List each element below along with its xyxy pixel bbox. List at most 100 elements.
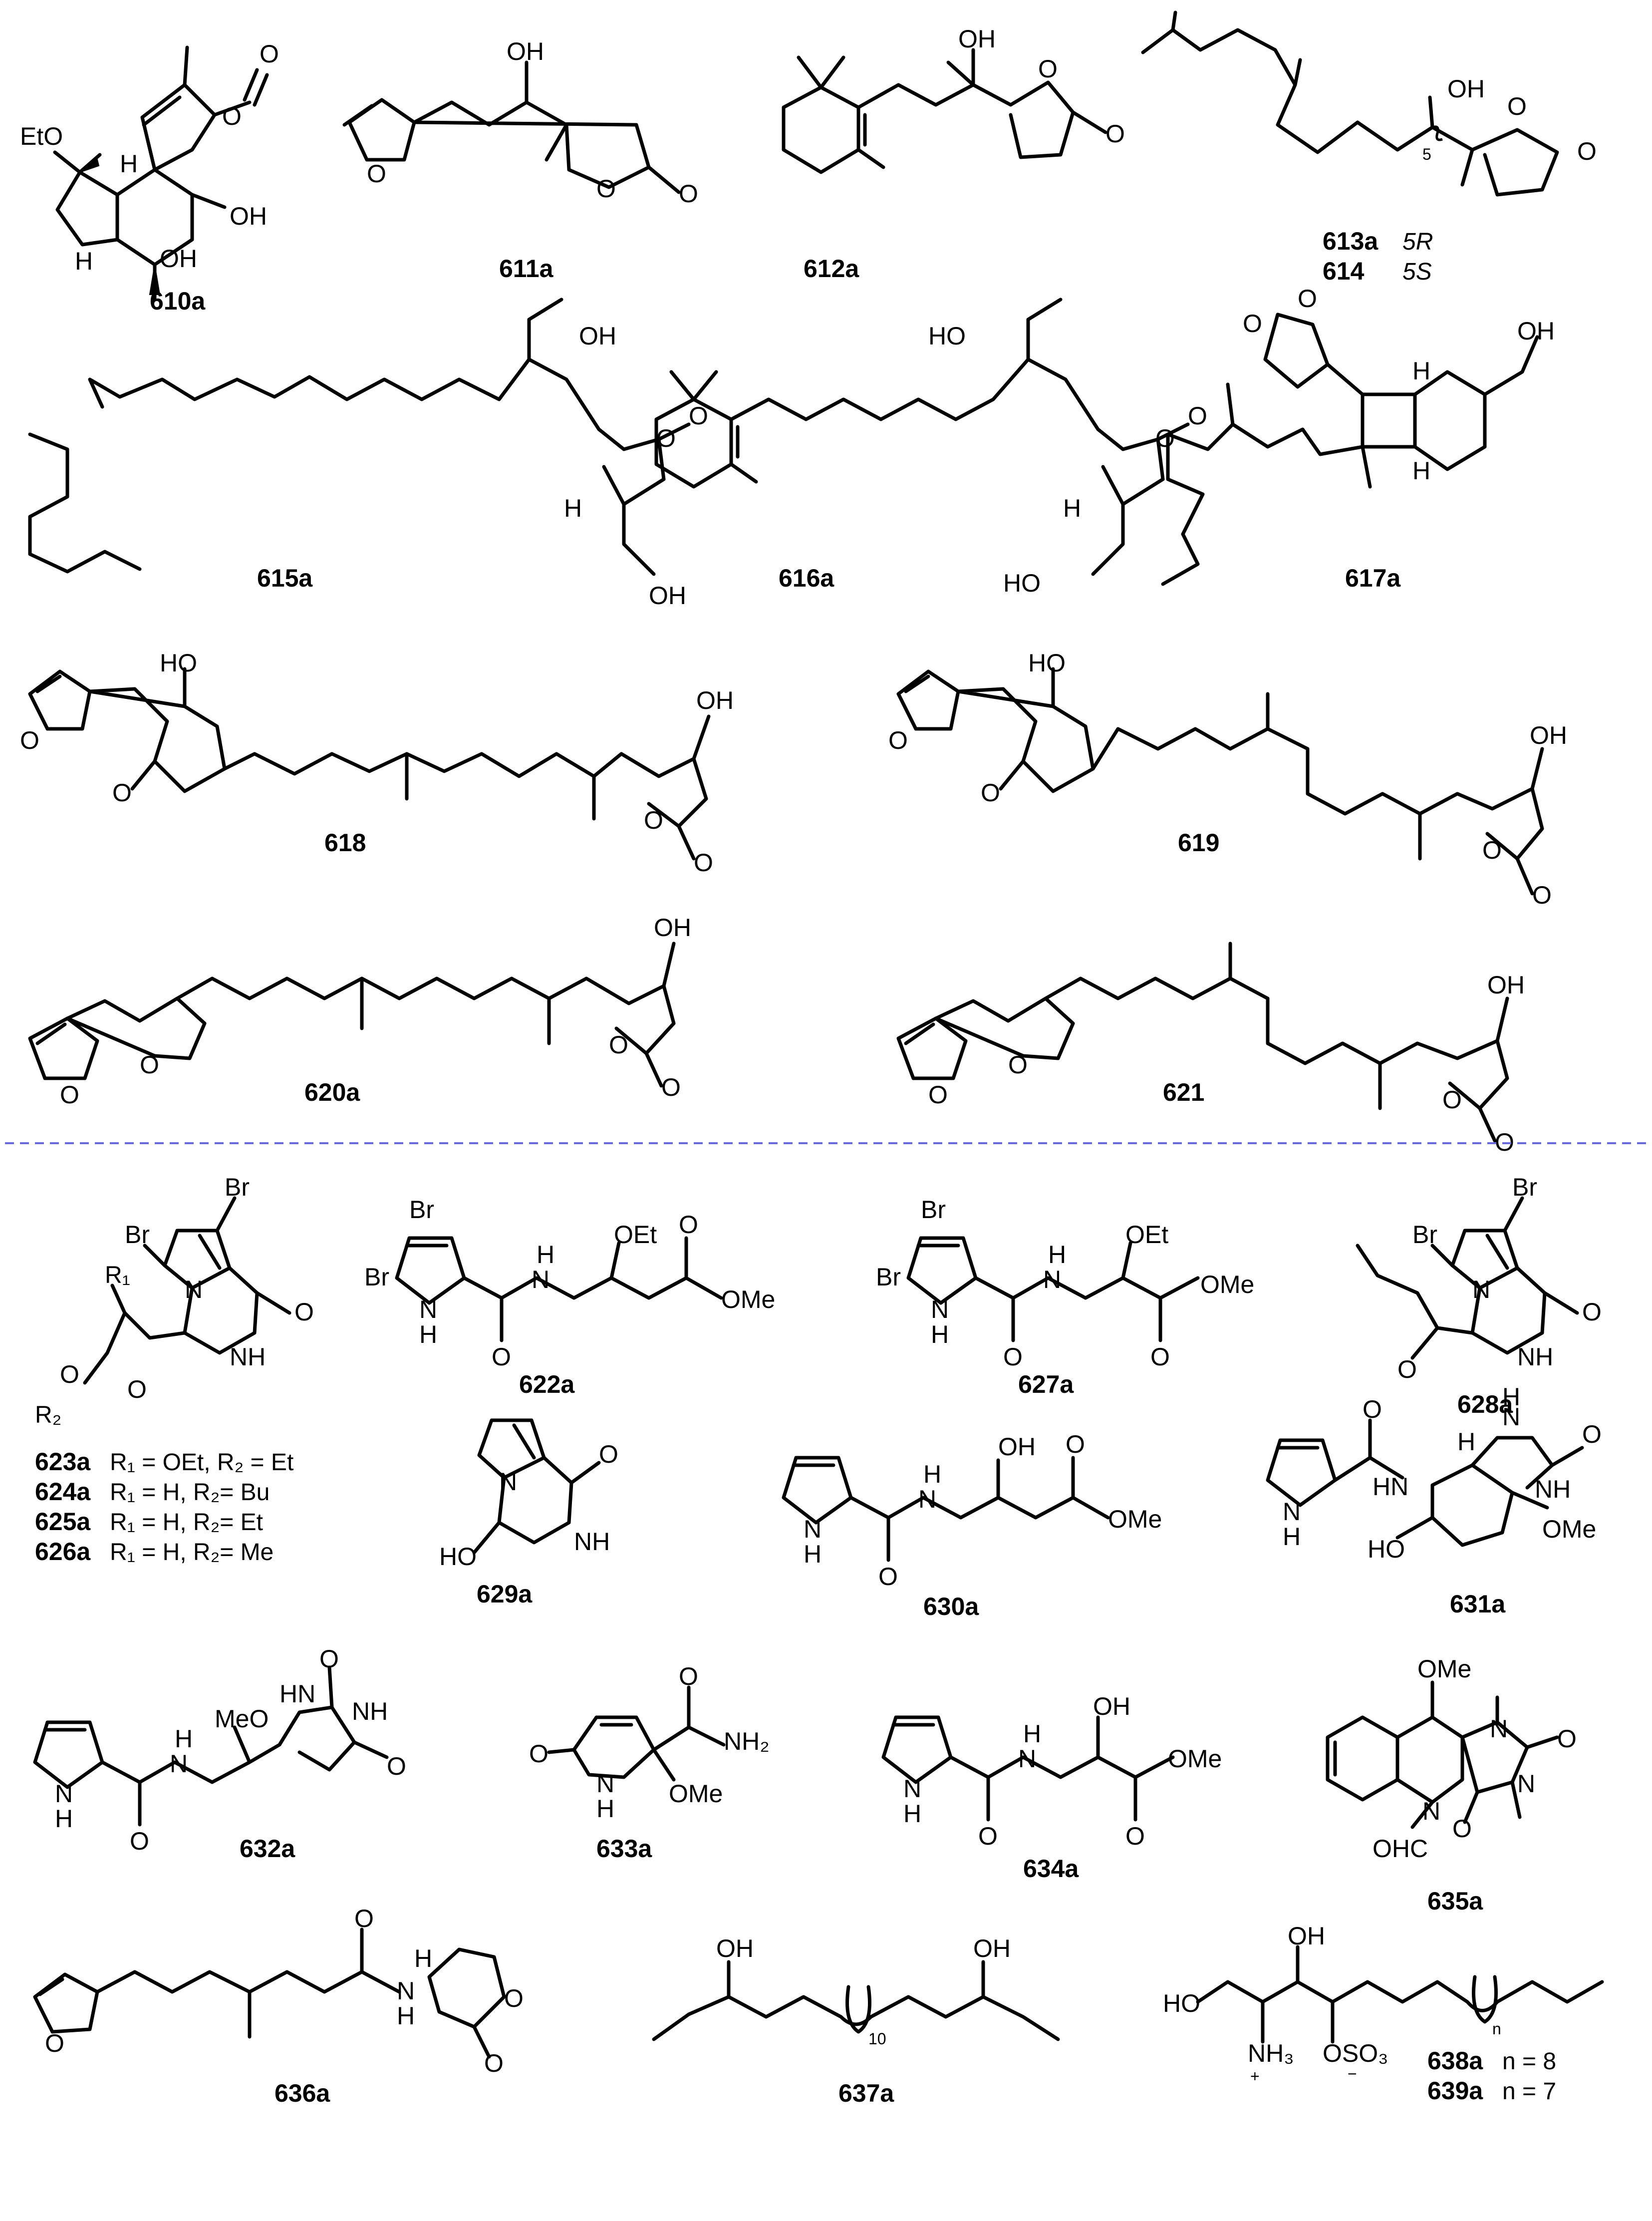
- atom-label: N: [918, 1485, 936, 1513]
- rgroup-definition: R₁ = OEt, R₂ = Et: [110, 1449, 293, 1476]
- structure-611a: O OH O O 611a: [342, 37, 698, 283]
- atom-label: O: [1582, 1298, 1602, 1326]
- structure-615a: OH O O H OH 615a: [28, 298, 708, 610]
- structure-617a: O O H OH H 617a: [1161, 285, 1555, 592]
- repeat-definition: n = 8: [1502, 2048, 1556, 2075]
- structure-637a: OH OH 10 637a: [652, 1934, 1060, 2107]
- atom-label: NH: [230, 1343, 266, 1371]
- compound-label: 618: [324, 829, 366, 857]
- atom-label: NH: [1535, 1475, 1571, 1503]
- atom-label: OEt: [614, 1221, 657, 1249]
- stereo-descriptor: 5S: [1402, 259, 1432, 285]
- atom-label: N: [1502, 1403, 1520, 1431]
- atom-label: H: [1457, 1428, 1475, 1456]
- atom-label: N: [596, 1770, 614, 1798]
- compound-label: 626a: [35, 1538, 91, 1566]
- atom-label: N: [903, 1775, 921, 1803]
- compound-label: 623a: [35, 1448, 91, 1476]
- compound-label: 632a: [240, 1835, 295, 1863]
- atom-label: N: [1018, 1745, 1036, 1773]
- atom-label: OH: [973, 1934, 1011, 1962]
- atom-label: NH₂: [724, 1727, 770, 1755]
- structure-620a: O O OH O O 620a: [28, 914, 691, 1109]
- atom-label: O: [1298, 285, 1317, 313]
- atom-label: O: [644, 806, 663, 834]
- atom-label: O: [1188, 402, 1207, 430]
- atom-label: O: [679, 1662, 698, 1690]
- atom-label: OH: [716, 1934, 754, 1962]
- atom-label: O: [609, 1031, 628, 1059]
- atom-label: O: [1442, 1086, 1462, 1114]
- repeat-definition: n = 7: [1502, 2078, 1556, 2105]
- atom-label: O: [140, 1051, 159, 1079]
- atom-label: OH: [696, 686, 734, 714]
- locant-label: 5: [1422, 145, 1431, 163]
- atom-label: N: [1043, 1266, 1061, 1293]
- structure-638a-639a: OH HO NH₃ + OSO₃ − n 638a n = 8 639a n =…: [1163, 1922, 1604, 2105]
- structure-623a: Br Br N R₁ O NH O R₂ O 623a R₁ = OEt, R₂…: [35, 1173, 314, 1566]
- repeat-count: n: [1492, 2020, 1501, 2038]
- atom-label: H: [903, 1800, 921, 1828]
- atom-label: HO: [1003, 569, 1041, 597]
- atom-label: HO: [928, 322, 966, 350]
- structure-628a: Br Br N O NH O 628a: [1356, 1173, 1602, 1418]
- atom-label: O: [112, 779, 132, 807]
- atom-label: H: [804, 1540, 822, 1568]
- atom-label: N: [1283, 1498, 1301, 1526]
- compound-label: 619: [1178, 829, 1219, 857]
- atom-label: N: [419, 1295, 437, 1323]
- compound-label: 629a: [477, 1580, 533, 1608]
- compound-label: 639a: [1427, 2077, 1483, 2105]
- atom-label: N: [1472, 1275, 1490, 1303]
- atom-label: OH: [579, 322, 616, 350]
- atom-label: Br: [876, 1263, 901, 1291]
- compound-label: 630a: [923, 1592, 979, 1620]
- structure-622a: Br Br N H O H N OEt O OMe 622a: [364, 1196, 775, 1398]
- rgroup-label: R₁: [105, 1262, 130, 1288]
- atom-label: N: [55, 1780, 73, 1808]
- compound-label: 628a: [1457, 1390, 1513, 1418]
- atom-label: O: [45, 2029, 64, 2057]
- atom-label: O: [1125, 1822, 1145, 1850]
- atom-label: H: [931, 1320, 949, 1348]
- stereo-descriptor: 5R: [1402, 229, 1433, 255]
- compound-label: 620a: [304, 1078, 360, 1106]
- atom-label: OH: [958, 25, 996, 53]
- atom-label: OH: [1487, 971, 1525, 999]
- atom-label: OH: [507, 37, 544, 65]
- structure-613a-614: OH 5 O O 613a 5R 614 5S: [1141, 10, 1597, 285]
- atom-label: O: [20, 726, 39, 754]
- atom-label: O: [1105, 120, 1125, 148]
- compound-label: 624a: [35, 1478, 91, 1506]
- atom-label: O: [679, 1211, 698, 1239]
- structure-610a: EtO O O H H OH OH 610a: [20, 40, 279, 315]
- compound-label: 633a: [596, 1835, 652, 1863]
- atom-label: O: [1507, 92, 1527, 120]
- atom-label: NH: [574, 1528, 610, 1556]
- atom-label: HO: [1028, 649, 1066, 677]
- atom-label: OH: [1447, 75, 1485, 103]
- atom-label: O: [1532, 881, 1552, 909]
- compound-label: 638a: [1427, 2047, 1483, 2075]
- compound-label: 637a: [838, 2079, 894, 2107]
- atom-label: OH: [1288, 1922, 1325, 1950]
- atom-label: N: [499, 1468, 517, 1496]
- structure-636a: O O N H H O O 636a: [33, 1904, 524, 2107]
- atom-label: HN: [1373, 1473, 1408, 1501]
- atom-label: OHC: [1373, 1835, 1428, 1863]
- atom-label: O: [981, 779, 1000, 807]
- atom-label: H: [419, 1320, 437, 1348]
- atom-label: O: [1397, 1355, 1417, 1383]
- atom-label: N: [1517, 1770, 1535, 1798]
- atom-label: O: [656, 424, 676, 452]
- atom-label: OH: [1517, 317, 1555, 345]
- atom-label: O: [1066, 1430, 1085, 1458]
- compound-label: 635a: [1427, 1887, 1483, 1915]
- atom-label: O: [1008, 1051, 1028, 1079]
- atom-label: OH: [998, 1433, 1036, 1461]
- atom-label: H: [564, 494, 582, 522]
- atom-label: O: [130, 1827, 149, 1855]
- atom-label: OH: [160, 245, 197, 273]
- compound-label: 614: [1323, 257, 1365, 285]
